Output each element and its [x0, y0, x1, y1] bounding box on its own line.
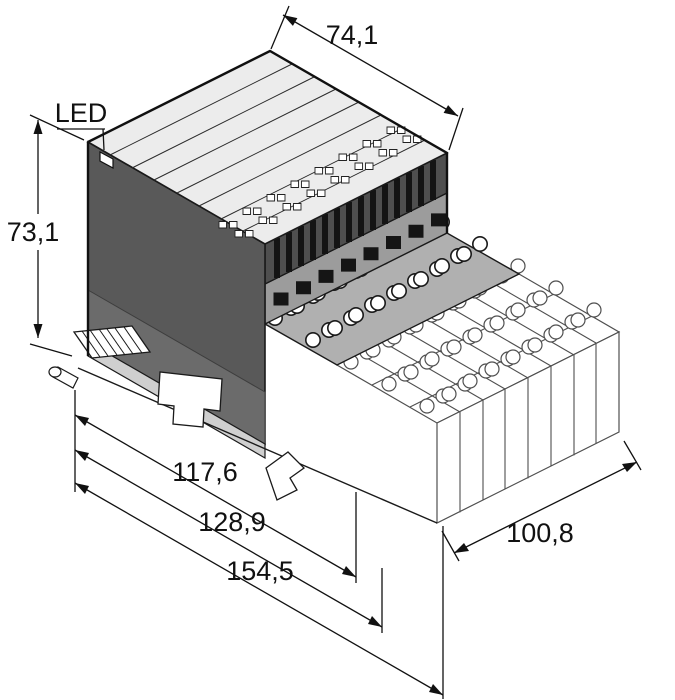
dim-arrow — [283, 15, 298, 26]
top-face-slat-lines — [109, 63, 426, 232]
dimensions-group — [29, 5, 642, 699]
dim-base-depth-line — [453, 461, 638, 554]
dim-arrow — [429, 684, 443, 695]
dim-length-b-line — [74, 449, 383, 628]
dim-module-height-ext — [29, 114, 85, 357]
dim-arrow — [33, 324, 43, 338]
dim-length-a-label: 117,6 — [172, 457, 238, 487]
dim-arrow — [75, 450, 89, 461]
dim-arrow — [75, 415, 89, 426]
dim-module-depth-line — [282, 14, 459, 117]
dim-arrow — [342, 566, 356, 577]
dim-arrow — [443, 105, 458, 116]
dim-base-depth-label: 100,8 — [506, 518, 574, 548]
dim-length-b-label: 128,9 — [198, 507, 266, 537]
din-rail-bracket — [157, 371, 223, 428]
dim-arrow — [622, 462, 637, 472]
dim-base-depth-ext — [441, 440, 642, 562]
dim-length-c-line — [74, 482, 444, 696]
base-details-group — [48, 325, 438, 524]
dim-module-depth-label: 74,1 — [326, 20, 379, 50]
dim-base-depth — [441, 440, 642, 562]
dim-arrow — [368, 616, 382, 627]
dim-module-height-label-bg — [6, 214, 60, 250]
dim-length-a-line — [74, 414, 357, 578]
ribbon-connector-ribs — [81, 326, 143, 358]
wire-port-row-outer — [234, 135, 422, 238]
led-pointer — [57, 128, 105, 151]
dim-length-c-label: 154,5 — [226, 556, 294, 586]
vent-ribs — [274, 160, 436, 278]
dim-module-height-label: 73,1 — [7, 217, 60, 247]
ghost-slice-lines — [359, 284, 597, 413]
connector-pin-tip — [48, 366, 62, 378]
led-indicator — [99, 150, 114, 170]
ghost-skirt-lines — [459, 342, 597, 513]
module-outline — [86, 49, 449, 356]
dim-module-depth-ext — [270, 5, 464, 151]
base-edge-line — [77, 367, 438, 524]
din-rail-clip — [265, 451, 306, 501]
dim-arrow — [75, 483, 89, 494]
wire-port-row-inner — [218, 126, 406, 229]
dim-module-depth — [270, 5, 464, 151]
dim-arrow — [33, 120, 43, 134]
dim-arrow — [454, 543, 469, 553]
dim-lengths — [74, 390, 444, 699]
led-label: LED — [55, 98, 108, 128]
led-pointer-line — [57, 128, 105, 151]
